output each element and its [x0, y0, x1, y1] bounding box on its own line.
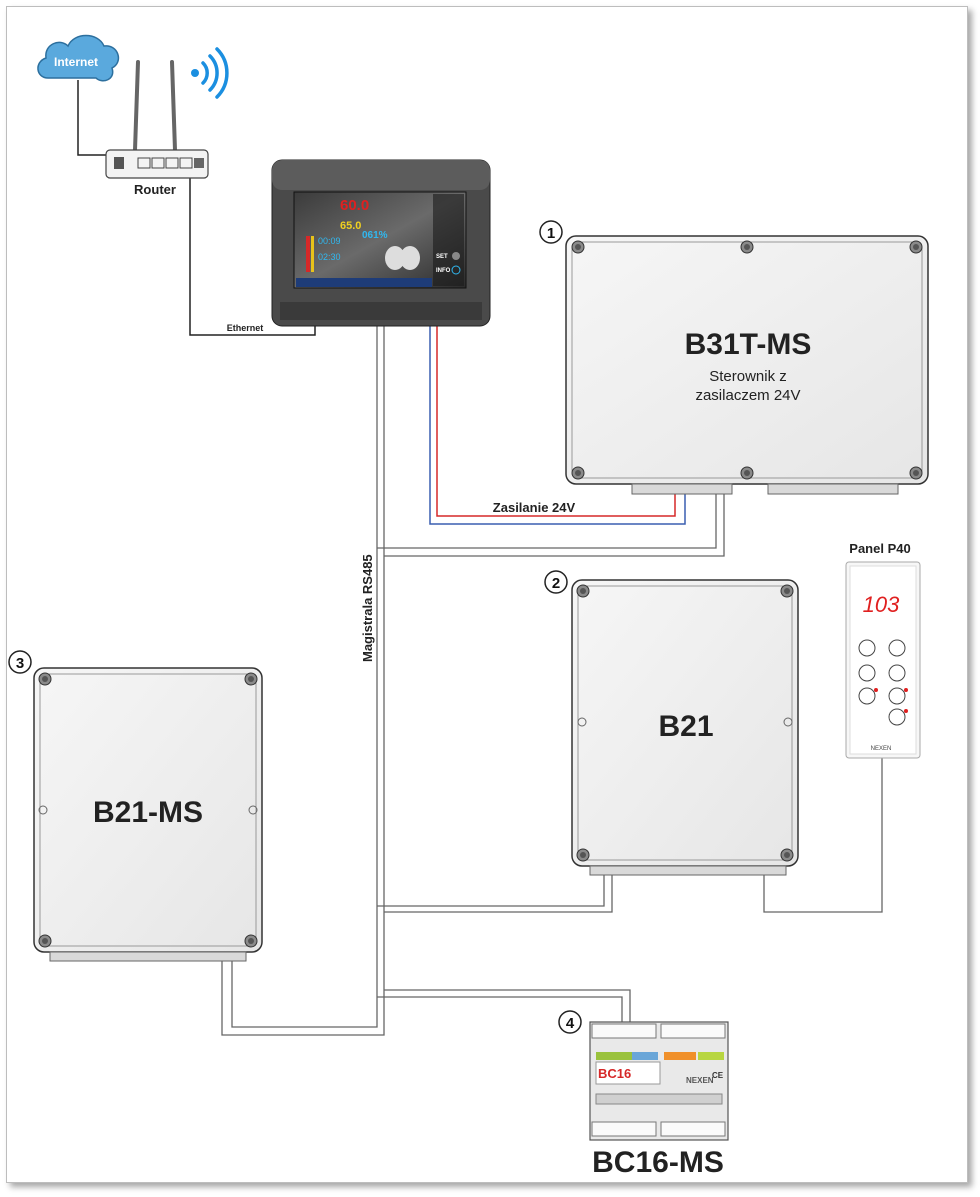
- b31t-subtitle-2: zasilaczem 24V: [695, 387, 800, 404]
- bc16-number: 4: [566, 1015, 575, 1032]
- b21ms-title: B21-MS: [93, 796, 203, 829]
- touchscreen-panel: 60.0 65.0 061% 00:09 02:30 SET INFO: [271, 159, 491, 327]
- power-label: Zasilanie 24V: [493, 500, 576, 515]
- panel-button: [888, 639, 906, 657]
- router-label: Router: [134, 182, 176, 197]
- device-b31t-ms: 1 B31T-MS Sterownik z zasilaczem 24V: [539, 220, 929, 495]
- panel-p40-label: Panel P40: [849, 541, 910, 556]
- b31t-title: B31T-MS: [685, 328, 812, 361]
- bc16-title: BC16-MS: [592, 1146, 724, 1179]
- panel-p40-brand: NEXEN: [871, 746, 892, 752]
- screen-time-2: 02:30: [318, 252, 341, 262]
- internet-label: Internet: [54, 55, 98, 69]
- device-b21-ms: 3 B21-MS: [8, 650, 263, 962]
- b21-number: 2: [552, 575, 560, 592]
- bc16-ce: CE: [712, 1071, 724, 1080]
- bc16-module-label: BC16: [598, 1066, 631, 1081]
- screen-temp-big: 60.0: [340, 197, 369, 214]
- screen-menu-set: SET: [436, 254, 448, 260]
- panel-button: [858, 687, 876, 705]
- screen-menu-info: INFO: [436, 268, 451, 274]
- internet-link: [77, 80, 110, 156]
- panel-button: [888, 708, 906, 726]
- b21ms-number: 3: [16, 655, 24, 672]
- internet-cloud-icon: Internet: [37, 34, 120, 82]
- screen-time-1: 00:09: [318, 236, 341, 246]
- power-wire-blue: [429, 320, 686, 525]
- power-wire-red: [436, 320, 676, 517]
- panel-p40: Panel P40 103 NEXEN: [845, 541, 921, 759]
- router-device: Router: [105, 60, 209, 197]
- ethernet-cable: [189, 170, 316, 336]
- screen-temp-set: 65.0: [340, 220, 361, 232]
- panel-button: [888, 687, 906, 705]
- rs485-bus: [221, 320, 883, 1036]
- screen-humidity: 061%: [362, 230, 388, 241]
- panel-button: [858, 664, 876, 682]
- device-b21: 2 B21: [544, 570, 799, 876]
- wifi-icon: [191, 47, 229, 99]
- b31t-subtitle-1: Sterownik z: [709, 368, 787, 385]
- ethernet-label: Ethernet: [227, 323, 264, 333]
- b31t-number: 1: [547, 225, 555, 242]
- device-bc16-ms: BC16 NEXEN CE 4 BC16-MS: [558, 1010, 729, 1179]
- panel-button: [858, 639, 876, 657]
- b21-title: B21: [658, 710, 713, 743]
- panel-button: [888, 664, 906, 682]
- bus-label: Magistrala RS485: [360, 554, 375, 662]
- panel-p40-display: 103: [863, 592, 900, 617]
- bc16-brand: NEXEN: [686, 1076, 714, 1085]
